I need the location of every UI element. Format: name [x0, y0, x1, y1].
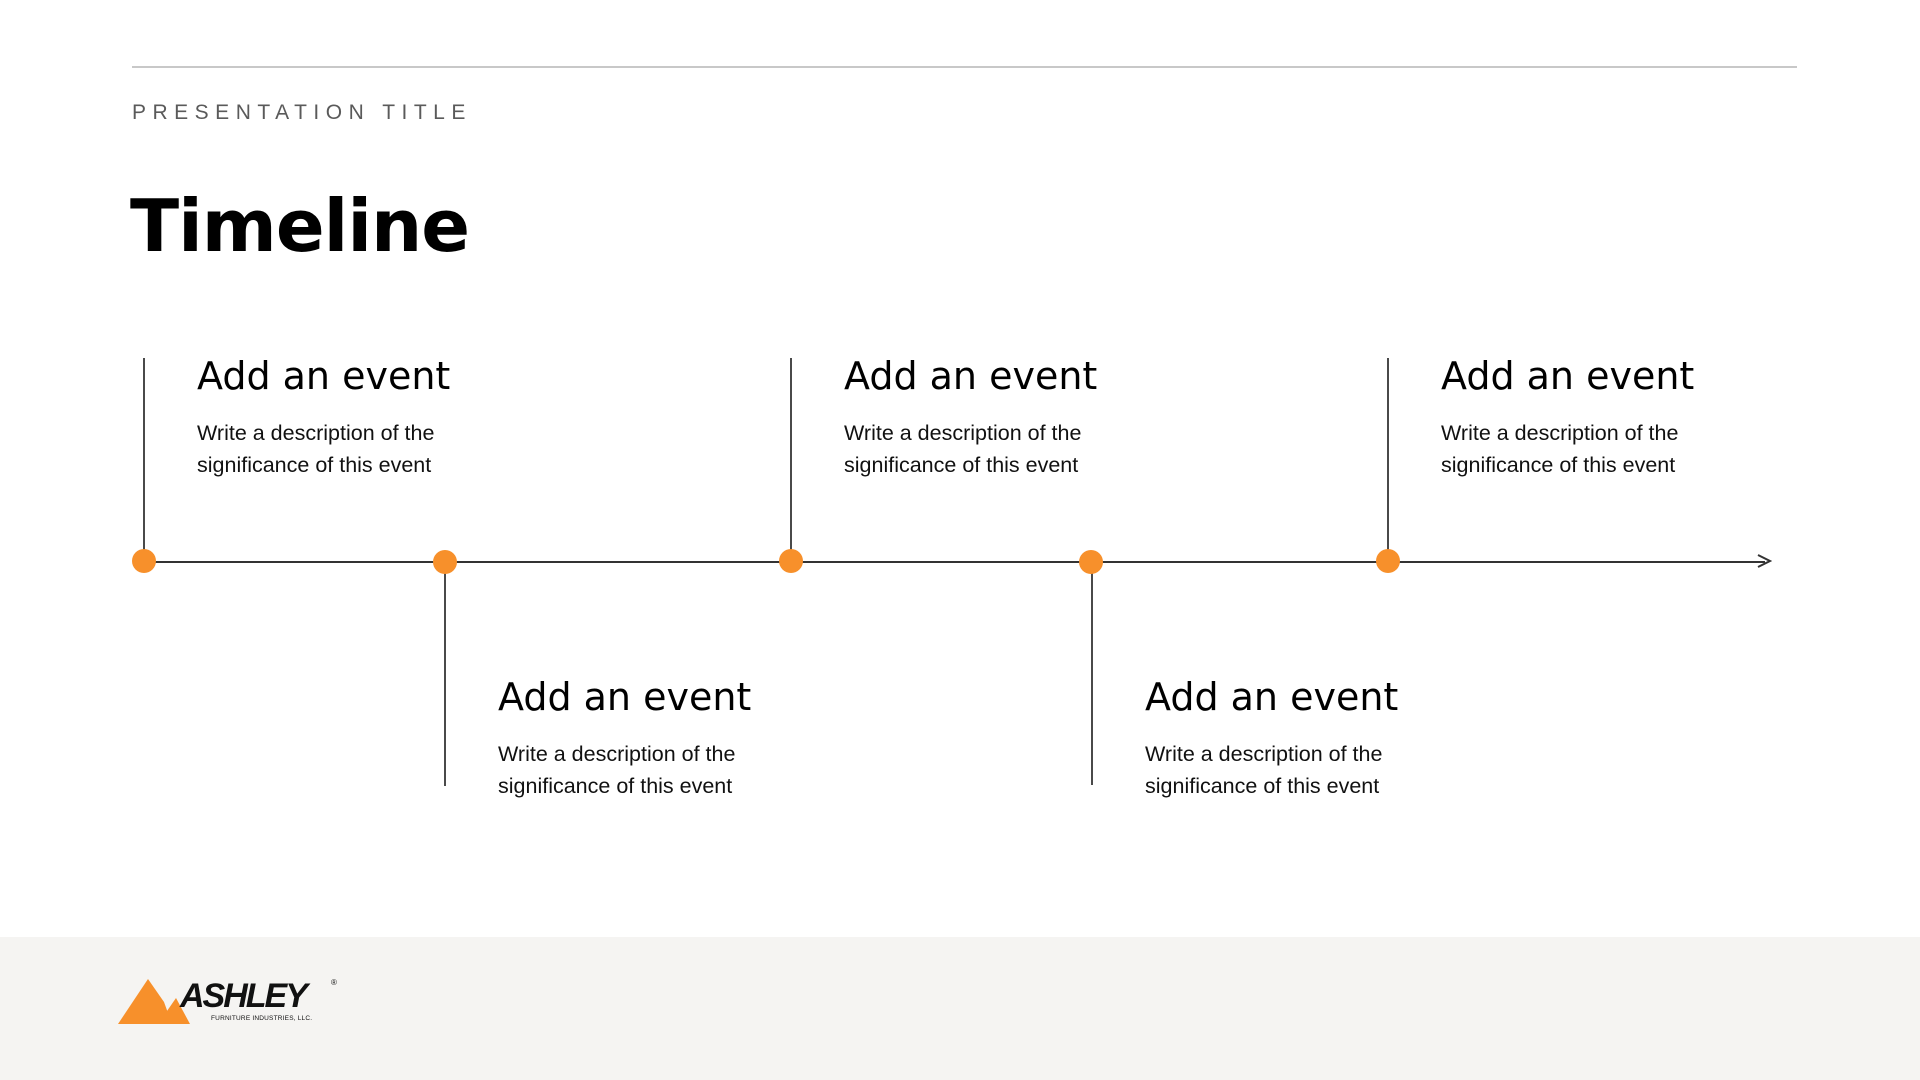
event-marker[interactable] [1376, 549, 1400, 573]
event-title: Add an event [498, 675, 752, 719]
event-card[interactable]: Add an event Write a description of the … [844, 353, 1244, 481]
timeline-axis [144, 561, 1765, 563]
event-description: Write a description of the significance … [498, 742, 736, 798]
header-rule [132, 66, 1797, 68]
event-marker[interactable] [1079, 550, 1103, 574]
logo-registered-mark: ® [331, 978, 337, 987]
event-title: Add an event [1441, 354, 1695, 398]
event-card[interactable]: Add an event Write a description of the … [1441, 353, 1841, 481]
event-description: Write a description of the significance … [1441, 421, 1679, 477]
logo-subtitle: FURNITURE INDUSTRIES, LLC. [211, 1015, 313, 1022]
page-title: Timeline [130, 184, 470, 268]
event-marker[interactable] [779, 549, 803, 573]
event-marker[interactable] [433, 550, 457, 574]
event-description: Write a description of the significance … [844, 421, 1082, 477]
event-stem [1091, 561, 1093, 785]
event-title: Add an event [1145, 675, 1399, 719]
event-stem [444, 561, 446, 786]
ashley-roof-icon [118, 979, 190, 1024]
logo-wordmark: ASHLEY [180, 977, 308, 1015]
event-description: Write a description of the significance … [197, 421, 435, 477]
event-title: Add an event [197, 354, 451, 398]
arrow-right-icon [1757, 554, 1772, 568]
event-title: Add an event [844, 354, 1098, 398]
company-logo[interactable]: ASHLEY ® FURNITURE INDUSTRIES, LLC. [118, 976, 348, 1026]
event-description: Write a description of the significance … [1145, 742, 1383, 798]
event-stem [143, 358, 145, 561]
event-marker[interactable] [132, 549, 156, 573]
event-card[interactable]: Add an event Write a description of the … [498, 674, 898, 802]
presentation-title: PRESENTATION TITLE [132, 101, 472, 124]
footer-band [0, 937, 1920, 1080]
event-stem [790, 358, 792, 561]
event-card[interactable]: Add an event Write a description of the … [197, 353, 597, 481]
event-stem [1387, 358, 1389, 561]
event-card[interactable]: Add an event Write a description of the … [1145, 674, 1545, 802]
